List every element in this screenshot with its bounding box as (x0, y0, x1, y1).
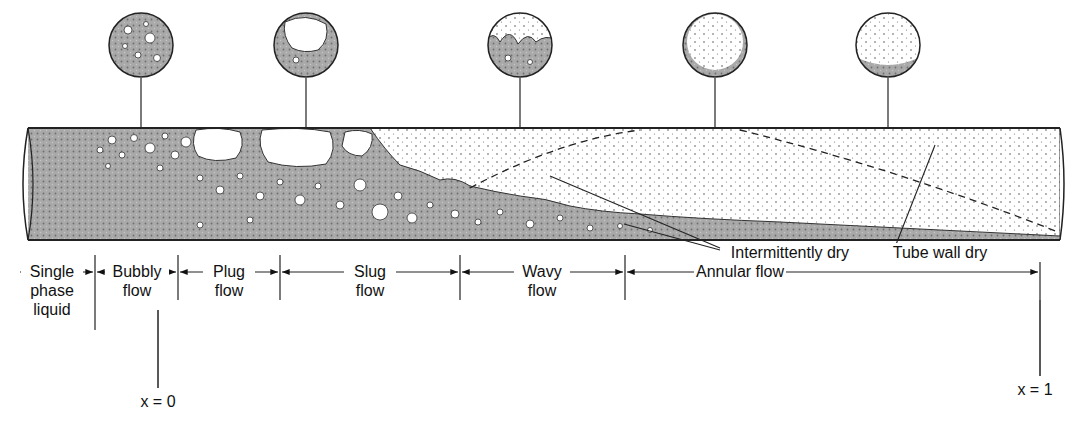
callout-label: Tube wall dry (891, 243, 990, 262)
callout-label: Intermittently dry (729, 243, 851, 262)
regime-label: Annular flow (694, 262, 786, 281)
tube (23, 128, 1064, 240)
cross-section (109, 13, 920, 80)
quality-label: x = 1 (1015, 380, 1054, 399)
regime-label: Bubbly flow (105, 262, 169, 300)
quality-label: x = 0 (138, 392, 177, 411)
regime-label: Wavy flow (514, 262, 570, 300)
quality-marker (158, 300, 1040, 388)
regime-label: Plug flow (203, 262, 255, 300)
regime-label: Single phase liquid (21, 262, 83, 319)
regime-divider (95, 255, 1040, 330)
regime-label: Slug flow (344, 262, 396, 300)
leader-line (550, 145, 935, 250)
